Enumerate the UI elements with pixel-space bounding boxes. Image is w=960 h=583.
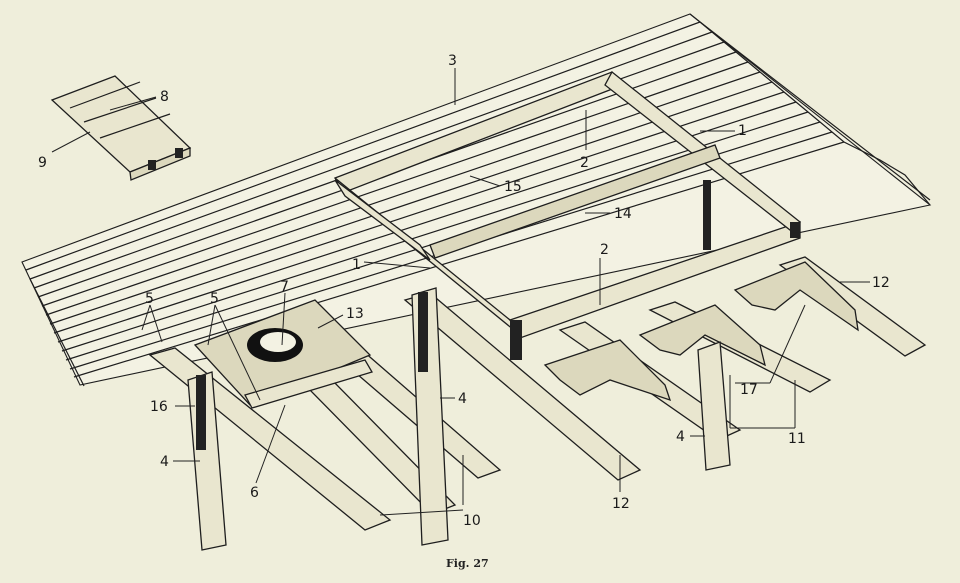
label-1-left: 1 [352, 257, 361, 273]
stair-opening-frame [333, 71, 802, 360]
figure-caption: Fig. 27 [446, 557, 489, 570]
label-10: 10 [463, 513, 481, 529]
label-16: 16 [150, 399, 168, 415]
bridging-blocks [543, 261, 859, 402]
leader-lines [51, 68, 870, 516]
label-4-right: 4 [676, 429, 685, 445]
label-5-left: 5 [145, 291, 154, 307]
label-4-left: 4 [160, 454, 169, 470]
label-14: 14 [614, 206, 632, 222]
label-12-bottom: 12 [612, 496, 630, 512]
label-1-top: 1 [738, 123, 747, 139]
label-2-bottom: 2 [600, 242, 609, 258]
label-8: 8 [160, 89, 169, 105]
label-13: 13 [346, 306, 364, 322]
label-6: 6 [250, 485, 259, 501]
label-4-middle: 4 [458, 391, 467, 407]
label-11: 11 [788, 431, 806, 447]
label-12-right: 12 [872, 275, 890, 291]
label-9: 9 [38, 155, 47, 171]
posts [187, 180, 731, 551]
callout-labels: 3 1 2 15 14 2 1 8 9 5 5 7 13 16 4 6 4 10… [38, 53, 890, 570]
hearth-trimmer [193, 299, 373, 409]
floor-section-sample [50, 75, 192, 181]
label-17: 17 [740, 382, 758, 398]
label-5-right: 5 [210, 291, 219, 307]
label-3: 3 [448, 53, 457, 69]
label-7: 7 [280, 279, 289, 295]
label-15: 15 [504, 179, 522, 195]
label-2-top: 2 [580, 155, 589, 171]
